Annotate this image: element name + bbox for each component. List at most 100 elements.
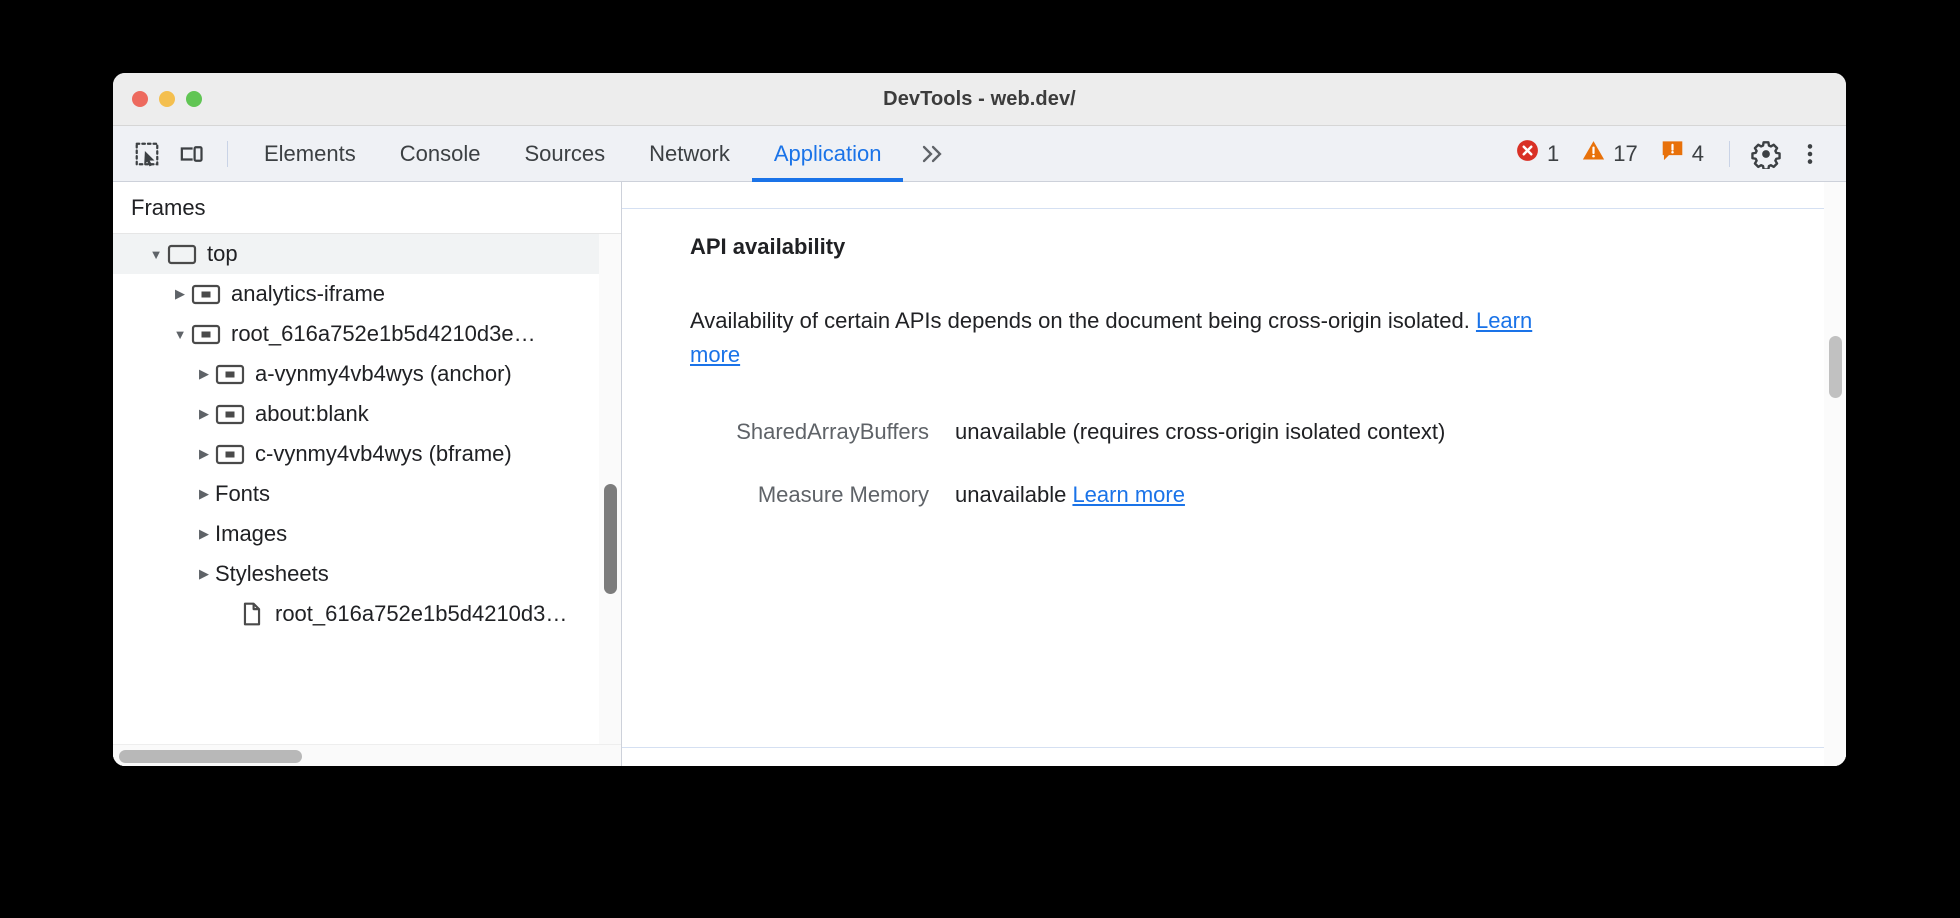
issue-count: 4 xyxy=(1691,140,1704,166)
chevron-right-icon[interactable]: ▶ xyxy=(199,526,209,541)
api-row-measure-memory: Measure Memory unavailable Learn more xyxy=(690,477,1786,512)
learn-more-link-measure-memory[interactable]: Learn more xyxy=(1072,482,1185,508)
inspect-element-icon[interactable] xyxy=(125,132,169,176)
tree-item-label: about:blank xyxy=(255,401,369,426)
tree-item-label: root_616a752e1b5d4210d3e… xyxy=(231,321,536,346)
api-row-shared-array-buffers: SharedArrayBuffers unavailable (requires… xyxy=(690,414,1786,449)
document-icon xyxy=(239,601,265,627)
traffic-light-group xyxy=(132,91,202,107)
tab-elements-label: Elements xyxy=(264,140,356,166)
tree-item-label: c-vynmy4vb4wys (bframe) xyxy=(255,441,512,466)
panel-tabs: Elements Console Sources Network Applica… xyxy=(242,126,965,182)
tree-item-root-frame[interactable]: ▼ root_616a752e1b5d4210d3e… xyxy=(113,314,621,354)
api-row-label: Measure Memory xyxy=(757,482,929,508)
tab-console[interactable]: Console xyxy=(378,126,503,182)
api-row-status: unavailable xyxy=(955,482,1067,508)
api-availability-list: SharedArrayBuffers unavailable (requires… xyxy=(690,414,1786,512)
window-title: DevTools - web.dev/ xyxy=(883,87,1076,110)
tab-application[interactable]: Application xyxy=(751,126,904,182)
report-bottom-divider xyxy=(622,747,1824,748)
tab-console-label: Console xyxy=(399,140,481,166)
warning-count: 17 xyxy=(1613,140,1638,166)
report-top-divider xyxy=(622,208,1824,209)
tree-item-images[interactable]: ▶ Images xyxy=(113,514,621,554)
zoom-window-button[interactable] xyxy=(186,91,202,107)
error-count: 1 xyxy=(1547,140,1560,166)
tree-item-about-blank[interactable]: ▶ about:blank xyxy=(113,394,621,434)
page-title: API availability xyxy=(690,234,846,259)
sidebar-horizontal-scrollbar[interactable] xyxy=(113,744,621,766)
tree-item-label: Stylesheets xyxy=(215,561,329,586)
sidebar-vertical-scroll-thumb[interactable] xyxy=(604,484,617,594)
api-row-label: SharedArrayBuffers xyxy=(736,419,929,445)
tree-item-analytics-iframe[interactable]: ▶ analytics-iframe xyxy=(113,274,621,314)
tree-item-label: Fonts xyxy=(215,481,271,506)
status-counters: 1 17 xyxy=(1504,132,1832,176)
issue-icon xyxy=(1660,138,1685,169)
tab-application-label: Application xyxy=(773,140,882,166)
tab-elements[interactable]: Elements xyxy=(242,126,378,182)
security-report-panel: API availability Availability of certain… xyxy=(622,182,1846,766)
tree-item-root-document[interactable]: ▶ root_616a752e1b5d4210d3… xyxy=(113,594,621,634)
tab-sources-label: Sources xyxy=(524,140,606,166)
frames-tree-scroll-area: ▼ top ▶ xyxy=(113,234,621,744)
sidebar-vertical-scrollbar[interactable] xyxy=(599,234,621,744)
tab-sources[interactable]: Sources xyxy=(502,126,627,182)
error-icon xyxy=(1515,138,1540,169)
chevron-down-icon[interactable]: ▼ xyxy=(173,326,187,342)
warning-icon xyxy=(1581,138,1606,169)
api-row-status: unavailable xyxy=(955,419,1067,445)
chevron-right-icon[interactable]: ▶ xyxy=(199,486,209,501)
tree-item-top[interactable]: ▼ top xyxy=(113,234,621,274)
frame-icon xyxy=(215,442,245,466)
frame-top-icon xyxy=(167,242,197,266)
frame-icon xyxy=(215,362,245,386)
tree-item-label: analytics-iframe xyxy=(231,281,386,306)
tree-item-label: top xyxy=(207,241,238,266)
device-toolbar-icon[interactable] xyxy=(169,132,213,176)
api-row-note: (requires cross-origin isolated context) xyxy=(1072,419,1446,445)
warning-counter[interactable]: 17 xyxy=(1570,138,1648,169)
sidebar-horizontal-scroll-thumb[interactable] xyxy=(119,750,302,763)
report-description-text: Availability of certain APIs depends on … xyxy=(690,308,1476,333)
tree-item-fonts[interactable]: ▶ Fonts xyxy=(113,474,621,514)
tree-item-stylesheets[interactable]: ▶ Stylesheets xyxy=(113,554,621,594)
devtools-window: DevTools - web.dev/ Elements Consol xyxy=(113,73,1846,766)
api-row-value: unavailable Learn more xyxy=(955,477,1185,512)
gear-icon[interactable] xyxy=(1744,132,1788,176)
issue-counter[interactable]: 4 xyxy=(1649,138,1715,169)
report-vertical-scroll-thumb[interactable] xyxy=(1829,336,1842,398)
report-description: Availability of certain APIs depends on … xyxy=(690,304,1550,372)
chevron-down-icon[interactable]: ▼ xyxy=(149,246,163,262)
chevron-right-icon[interactable]: ▶ xyxy=(199,366,209,381)
report-vertical-scrollbar[interactable] xyxy=(1824,182,1846,766)
tree-item-label: a-vynmy4vb4wys (anchor) xyxy=(255,361,512,386)
api-row-value: unavailable (requires cross-origin isola… xyxy=(955,414,1445,449)
toolbar-divider-right xyxy=(1729,140,1730,167)
chevron-right-icon[interactable]: ▶ xyxy=(199,446,209,461)
frame-icon xyxy=(215,402,245,426)
devtools-toolbar: Elements Console Sources Network Applica… xyxy=(113,126,1846,182)
kebab-menu-icon[interactable] xyxy=(1788,132,1832,176)
chevron-right-icon[interactable]: ▶ xyxy=(199,406,209,421)
tab-network[interactable]: Network xyxy=(627,126,752,182)
tree-item-c-vynmy4vb4wys[interactable]: ▶ c-vynmy4vb4wys (bframe) xyxy=(113,434,621,474)
frames-tree: ▼ top ▶ xyxy=(113,234,621,634)
close-window-button[interactable] xyxy=(132,91,148,107)
more-tabs-icon[interactable] xyxy=(903,126,965,182)
tab-network-label: Network xyxy=(649,140,730,166)
tree-item-label: root_616a752e1b5d4210d3… xyxy=(275,601,568,626)
chevron-right-icon[interactable]: ▶ xyxy=(175,286,185,301)
minimize-window-button[interactable] xyxy=(159,91,175,107)
chevron-right-icon[interactable]: ▶ xyxy=(199,566,209,581)
frames-sidebar: Frames ▼ top ▶ xyxy=(113,182,622,766)
learn-more-link-description[interactable]: Learn more xyxy=(690,308,1533,368)
tree-item-label: Images xyxy=(215,521,288,546)
tree-item-a-vynmy4vb4wys[interactable]: ▶ a-vynmy4vb4wys (anchor) xyxy=(113,354,621,394)
error-counter[interactable]: 1 xyxy=(1504,138,1570,169)
devtools-body: Frames ▼ top ▶ xyxy=(113,182,1846,766)
window-titlebar: DevTools - web.dev/ xyxy=(113,73,1846,126)
sidebar-header: Frames xyxy=(113,182,621,234)
frame-icon xyxy=(191,282,221,306)
frame-icon xyxy=(191,322,221,346)
